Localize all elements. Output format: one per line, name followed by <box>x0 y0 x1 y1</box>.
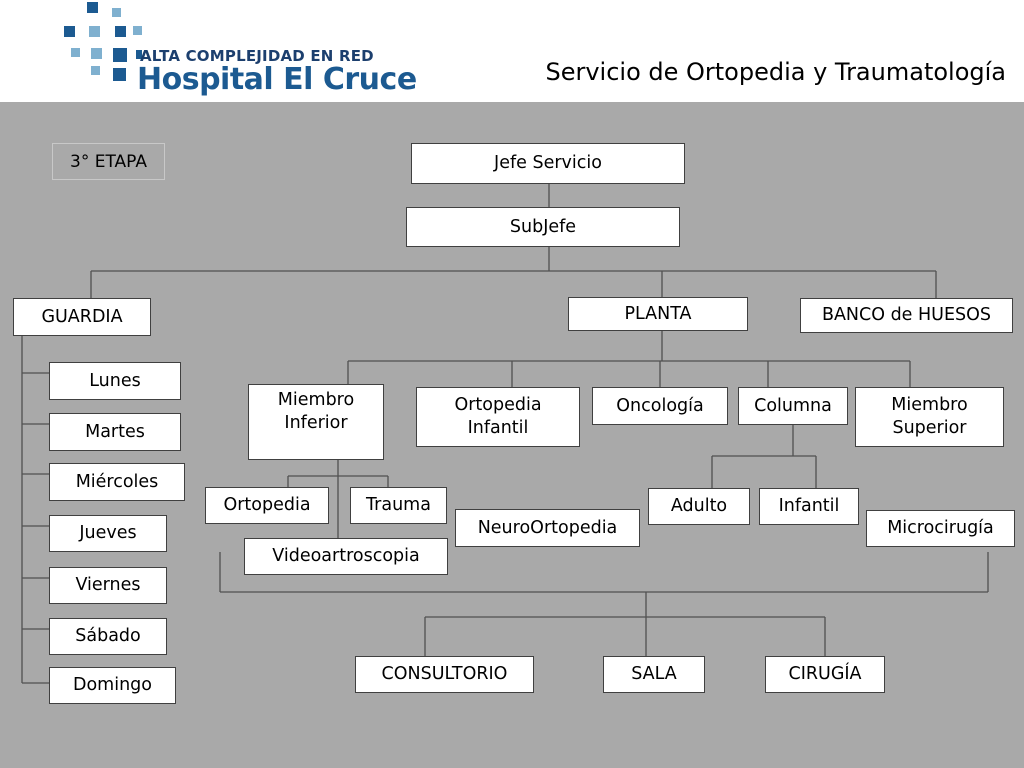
node-day-viernes: Viernes <box>49 567 167 604</box>
node-adulto: Adulto <box>648 488 750 525</box>
node-oncologia: Oncología <box>592 387 728 425</box>
node-day-sabado: Sábado <box>49 618 167 655</box>
node-columna: Columna <box>738 387 848 425</box>
logo-subtitle: ALTA COMPLEJIDAD EN RED <box>140 47 374 65</box>
node-day-lunes: Lunes <box>49 362 181 400</box>
page-title: Servicio de Ortopedia y Traumatología <box>545 58 1006 86</box>
node-neuroortopedia: NeuroOrtopedia <box>455 509 640 547</box>
node-day-jueves: Jueves <box>49 515 167 552</box>
node-videoartroscopia: Videoartroscopia <box>244 538 448 575</box>
node-miembro-inferior: Miembro Inferior <box>248 384 384 460</box>
node-infantil: Infantil <box>759 488 859 525</box>
stage-label: 3° ETAPA <box>52 143 165 180</box>
node-guardia: GUARDIA <box>13 298 151 336</box>
logo-name: Hospital El Cruce <box>137 62 417 97</box>
node-microcirugia: Microcirugía <box>866 510 1015 547</box>
node-day-domingo: Domingo <box>49 667 176 704</box>
node-banco-de-huesos: BANCO de HUESOS <box>800 298 1013 333</box>
node-trauma: Trauma <box>350 487 447 524</box>
node-consultorio: CONSULTORIO <box>355 656 534 693</box>
node-ortopedia: Ortopedia <box>205 487 329 524</box>
node-ortopedia-infantil: Ortopedia Infantil <box>416 387 580 447</box>
node-planta: PLANTA <box>568 297 748 331</box>
node-day-martes: Martes <box>49 413 181 451</box>
node-sala: SALA <box>603 656 705 693</box>
node-jefe-servicio: Jefe Servicio <box>411 143 685 184</box>
hospital-logo-icon <box>64 2 142 81</box>
node-subjefe: SubJefe <box>406 207 680 247</box>
node-cirugia: CIRUGÍA <box>765 656 885 693</box>
header: ALTA COMPLEJIDAD EN RED Hospital El Cruc… <box>0 0 1024 102</box>
node-day-miercoles: Miércoles <box>49 463 185 501</box>
node-miembro-superior: Miembro Superior <box>855 387 1004 447</box>
